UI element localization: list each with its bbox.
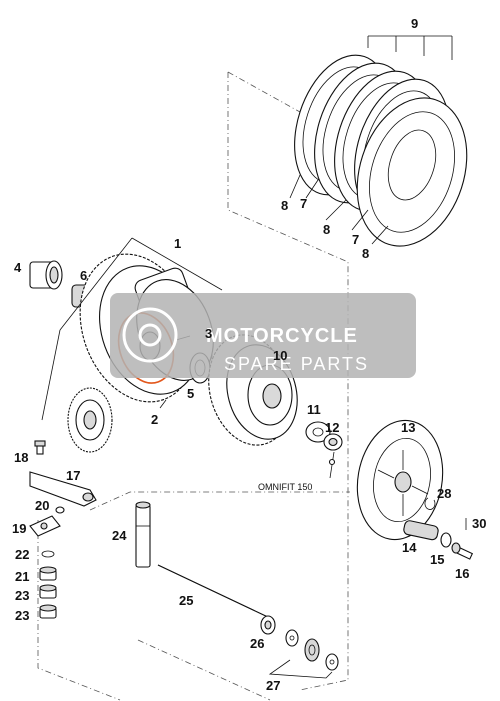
needle-bushing: [39, 604, 57, 619]
clutch-plate-stack: [289, 35, 468, 247]
clutch-plate-front: [356, 97, 468, 247]
callout-2: 2: [151, 412, 158, 427]
watermark: MOTORCYCLE SPARE PARTS: [110, 293, 416, 378]
seal-ring: [39, 566, 57, 581]
push-rod: [157, 564, 271, 619]
circlip: [424, 497, 436, 510]
pressure-piece: [260, 615, 276, 635]
watermark-subtitle: SPARE PARTS: [224, 354, 369, 374]
callout-15: 15: [430, 552, 444, 567]
callout-7: 7: [300, 196, 307, 211]
callout-21: 21: [15, 569, 29, 584]
callout-16: 16: [455, 566, 469, 581]
lever-plate: [29, 515, 61, 537]
thrust-washer-small: [325, 653, 339, 671]
callout-1: 1: [174, 236, 181, 251]
callout-25: 25: [179, 593, 193, 608]
callout-23: 23: [15, 608, 29, 623]
callout-6: 6: [80, 268, 87, 283]
spring-bolt: [451, 542, 474, 560]
callout-13: 13: [401, 420, 415, 435]
guide-lines: [37, 71, 350, 701]
callouts: 9 8 7 8 7 8 1 4 6 3 5 2 10 11 12 13 18 1…: [12, 16, 486, 693]
callout-8: 8: [362, 246, 369, 261]
screw: [34, 440, 46, 455]
callout-7: 7: [352, 232, 359, 247]
watermark-logo-icon: [122, 307, 178, 363]
clutch-nut: [323, 433, 343, 451]
reference-note: OMNIFIT 150: [258, 482, 312, 492]
callout-14: 14: [402, 540, 417, 555]
watermark-title: MOTORCYCLE: [206, 325, 358, 347]
spring-washer: [440, 532, 452, 548]
thrust-washer-small: [285, 629, 299, 647]
callout-20: 20: [35, 498, 49, 513]
callout-5: 5: [187, 386, 194, 401]
callout-22: 22: [15, 547, 29, 562]
lever-screw: [55, 506, 65, 514]
callout-26: 26: [250, 636, 264, 651]
callout-27: 27: [266, 678, 280, 693]
callout-17: 17: [66, 468, 80, 483]
callout-8: 8: [281, 198, 288, 213]
callout-28: 28: [437, 486, 451, 501]
callout-11: 11: [307, 402, 321, 417]
bushing: [29, 260, 63, 290]
callout-18: 18: [14, 450, 28, 465]
clutch-spring: [403, 520, 439, 541]
callout-12: 12: [325, 420, 339, 435]
lock-washer: [305, 421, 331, 443]
primary-driven-gear: [67, 387, 113, 453]
callout-8: 8: [323, 222, 330, 237]
callout-30: 30: [472, 516, 486, 531]
pressure-plate: [356, 419, 444, 541]
release-shaft: [135, 501, 151, 568]
callout-10: 10: [273, 348, 287, 363]
o-ring: [41, 550, 55, 558]
axial-bearing: [304, 638, 320, 662]
callout-3: 3: [205, 326, 212, 341]
watermark-background: [110, 293, 416, 378]
callout-24: 24: [112, 528, 127, 543]
needle-bushing: [39, 584, 57, 599]
callout-19: 19: [12, 521, 26, 536]
release-lever: [29, 471, 97, 507]
callout-9: 9: [411, 16, 418, 31]
callout-4: 4: [14, 260, 22, 275]
callout-23: 23: [15, 588, 29, 603]
